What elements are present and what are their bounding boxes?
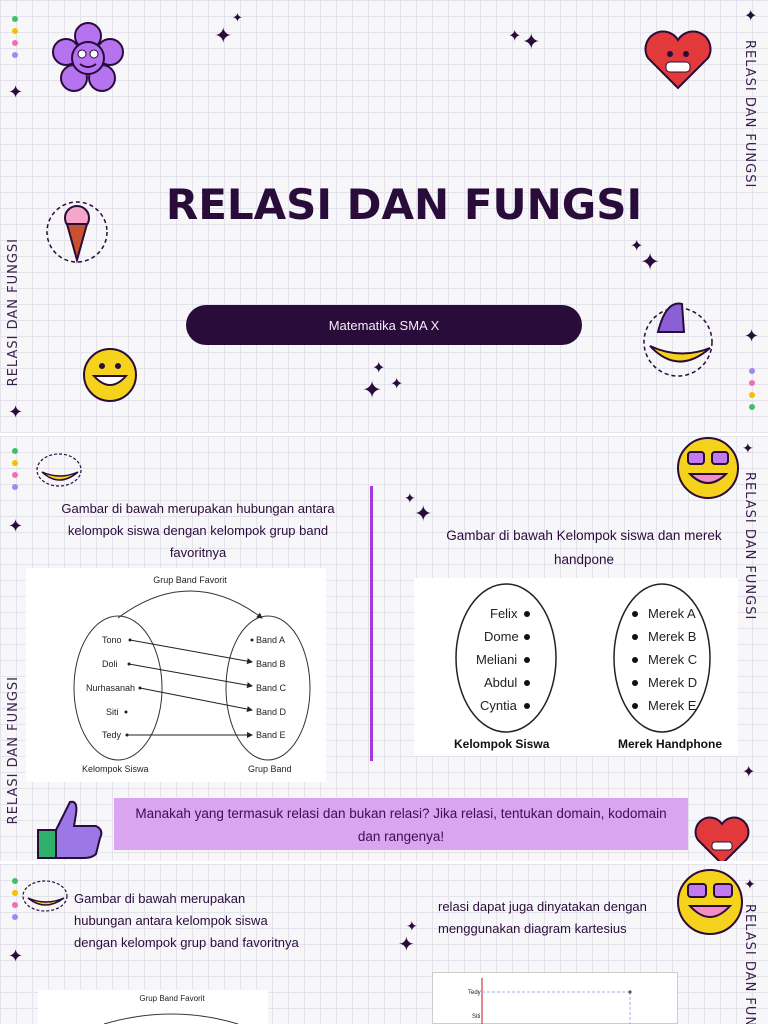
- band-label: Band D: [256, 707, 287, 717]
- tick-label: Siti: [472, 1014, 480, 1020]
- question-callout: Manakah yang termasuk relasi dan bukan r…: [114, 798, 688, 850]
- codomain-label: Grup Band: [248, 764, 292, 774]
- vertical-divider: [370, 486, 373, 761]
- sparkle-icon: ✦: [744, 326, 760, 347]
- sparkle-icon: ✦: [362, 376, 383, 404]
- band-diagram-panel: Grup Band Favorit: [38, 990, 268, 1024]
- side-label: RELASI DAN FUNGSI: [742, 40, 757, 189]
- student-label: Tono: [102, 635, 122, 645]
- heart-sticker-icon: [694, 816, 750, 864]
- domain-label: Kelompok Siswa: [454, 737, 550, 751]
- student-label: Dome: [484, 629, 519, 644]
- domain-label: Kelompok Siswa: [82, 764, 149, 774]
- band-top-label: Grup Band Favorit: [153, 575, 227, 585]
- glasses-smiley-sticker-icon: [677, 869, 743, 935]
- sparkle-icon: ✦: [8, 516, 24, 537]
- smiley-sticker-icon: [83, 348, 137, 402]
- band-arrow-diagram: Grup Band Favorit: [103, 994, 239, 1024]
- slide-relations: ✦ ✦ ✦ ✦ ✦ Gambar di bawah merupakan hubu…: [0, 436, 768, 864]
- sparkle-icon: ✦: [742, 441, 754, 457]
- side-label: RELASI DAN FUNGSI: [742, 472, 757, 621]
- student-label: Abdul: [484, 675, 517, 690]
- brand-label: Merek C: [648, 652, 697, 667]
- student-label: Nurhasanah: [86, 683, 135, 693]
- sparkle-icon: ✦: [630, 236, 644, 255]
- decor-dots: [749, 368, 757, 416]
- sparkle-icon: ✦: [8, 402, 24, 423]
- sparkle-icon: ✦: [214, 24, 233, 49]
- flower-sticker-icon: [52, 22, 124, 92]
- sparkle-icon: ✦: [372, 358, 386, 377]
- subtitle-text: Matematika SMA X: [328, 317, 440, 333]
- student-label: Meliani: [476, 652, 517, 667]
- sparkle-icon: ✦: [414, 502, 433, 527]
- student-label: Doli: [102, 659, 118, 669]
- brand-label: Merek A: [648, 606, 696, 621]
- left-caption: Gambar di bawah merupakan hubungan antar…: [61, 501, 335, 560]
- sparkle-icon: ✦: [406, 919, 418, 935]
- side-label: RELASI DAN FUNGSI: [742, 904, 757, 1024]
- page-title: RELASI DAN FUNGSI: [165, 180, 643, 229]
- sparkle-icon: ✦: [398, 932, 415, 956]
- banana-sticker-icon: [22, 880, 68, 912]
- band-label: Band A: [256, 635, 285, 645]
- band-label: Band B: [256, 659, 286, 669]
- left-caption: Gambar di bawah merupakan hubungan antar…: [74, 891, 299, 950]
- student-label: Siti: [106, 707, 119, 717]
- tick-label: Tedy: [468, 990, 481, 996]
- brand-label: Merek E: [648, 698, 697, 713]
- slide-gap: [0, 433, 768, 436]
- slide-gap: [0, 861, 768, 864]
- right-caption: relasi dapat juga dinyatakan dengan meng…: [438, 899, 647, 936]
- decor-dots: [12, 878, 20, 926]
- sparkle-icon: ✦: [404, 491, 416, 507]
- band-label: Band E: [256, 730, 286, 740]
- sparkle-icon: ✦: [8, 946, 24, 967]
- question-text: Manakah yang termasuk relasi dan bukan r…: [135, 806, 667, 844]
- band-label: Band C: [256, 683, 287, 693]
- codomain-label: Merek Handphone: [618, 737, 722, 751]
- brand-label: Merek B: [648, 629, 696, 644]
- band-top-label: Grup Band Favorit: [139, 994, 205, 1003]
- sparkle-icon: ✦: [232, 11, 243, 26]
- thumbs-up-sticker-icon: [37, 800, 103, 859]
- sparkle-icon: ✦: [508, 26, 522, 45]
- slide-cartesian: ✦ ✦ ✦ ✦ Gambar di bawah merupakan hubung…: [0, 864, 768, 1024]
- heart-sticker-icon: [644, 30, 712, 90]
- decor-dots: [12, 16, 20, 64]
- band-arrow-diagram: Grup Band Favorit Tono Doli Nurhasanah S…: [73, 575, 311, 774]
- brand-label: Merek D: [648, 675, 697, 690]
- sparkle-icon: ✦: [390, 374, 404, 393]
- sparkle-icon: ✦: [744, 6, 758, 25]
- student-label: Cyntia: [480, 698, 518, 713]
- sparkle-icon: ✦: [744, 877, 756, 893]
- student-label: Tedy: [102, 730, 122, 740]
- ice-cream-badge-icon: [46, 201, 108, 264]
- subtitle-pill: Matematika SMA X: [186, 305, 582, 345]
- cartesian-chart-panel: Tedy Siti: [432, 972, 678, 1024]
- side-label: RELASI DAN FUNGSI: [6, 676, 21, 825]
- sparkle-icon: ✦: [522, 30, 541, 55]
- glasses-smiley-sticker-icon: [677, 437, 739, 499]
- phone-diagram-panel: Felix Dome Meliani Abdul Cyntia Merek A …: [414, 578, 738, 756]
- side-label: RELASI DAN FUNGSI: [6, 238, 21, 387]
- sparkle-icon: ✦: [640, 248, 661, 276]
- banana-sticker-icon: [36, 453, 82, 487]
- banana-sticker-icon: [643, 302, 713, 377]
- cartesian-chart: Tedy Siti: [432, 972, 678, 1024]
- phone-arrow-diagram: Felix Dome Meliani Abdul Cyntia Merek A …: [454, 583, 722, 751]
- band-diagram-panel: Grup Band Favorit Tono Doli Nurhasanah S…: [26, 568, 326, 782]
- slide-title: ✦ ✦ ✦ ✦ ✦ ✦ ✦ ✦ ✦ ✦ ✦ ✦ ✦ RELASI: [0, 0, 768, 436]
- decor-dots: [12, 448, 20, 496]
- student-label: Felix: [490, 606, 518, 621]
- sparkle-icon: ✦: [8, 82, 24, 103]
- sparkle-icon: ✦: [742, 762, 756, 781]
- right-caption: Gambar di bawah Kelompok siswa dan merek…: [446, 528, 722, 567]
